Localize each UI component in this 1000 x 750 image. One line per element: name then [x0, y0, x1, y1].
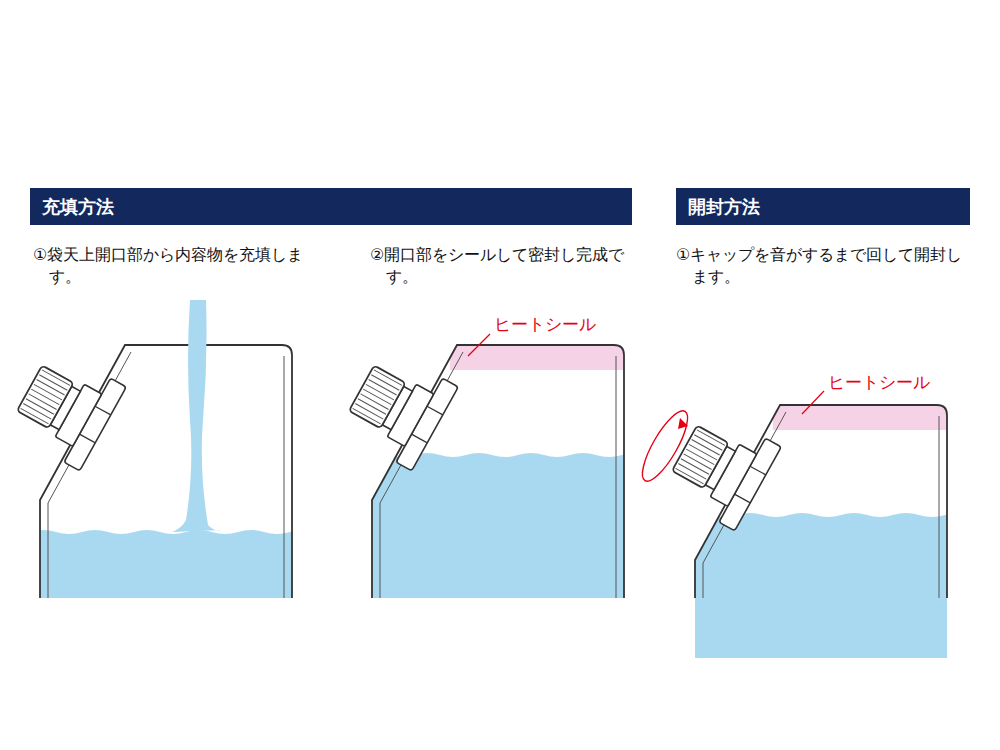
pouch	[338, 345, 648, 620]
pouch-gusset	[616, 356, 617, 598]
rotation-arrow	[635, 405, 696, 486]
pouch	[661, 405, 971, 680]
liquid	[362, 453, 648, 620]
section-band: 充填方法	[30, 188, 632, 225]
liquid	[30, 530, 316, 620]
step-text: ①キャップを音がするまで回して開封します。	[676, 244, 976, 288]
spout	[338, 346, 458, 471]
section-title: 充填方法	[30, 188, 632, 225]
rotation-arrowhead	[678, 418, 688, 429]
pouch-outline	[40, 345, 292, 598]
leader-line	[802, 391, 824, 414]
leader-line	[468, 334, 490, 356]
liquid	[685, 513, 971, 680]
pouch-contents	[30, 530, 316, 620]
step-text: ②開口部をシールして密封し完成です。	[370, 244, 645, 288]
pouch-outline	[372, 345, 624, 598]
pouch-gusset	[939, 416, 940, 598]
heat-seal-area	[450, 345, 630, 370]
spout	[661, 406, 781, 531]
pouch	[6, 300, 316, 620]
pouch-gusset	[284, 356, 285, 598]
spout	[6, 346, 126, 471]
liquid-stream	[172, 300, 222, 532]
heat-seal-label: ヒートシール	[492, 314, 598, 334]
section-title: 開封方法	[676, 188, 970, 225]
section-band: 開封方法	[676, 188, 970, 225]
heat-seal-area	[773, 405, 953, 430]
step-text: ①袋天上開口部から内容物を充填します。	[33, 244, 308, 288]
heat-seal-label: ヒートシール	[826, 372, 932, 392]
